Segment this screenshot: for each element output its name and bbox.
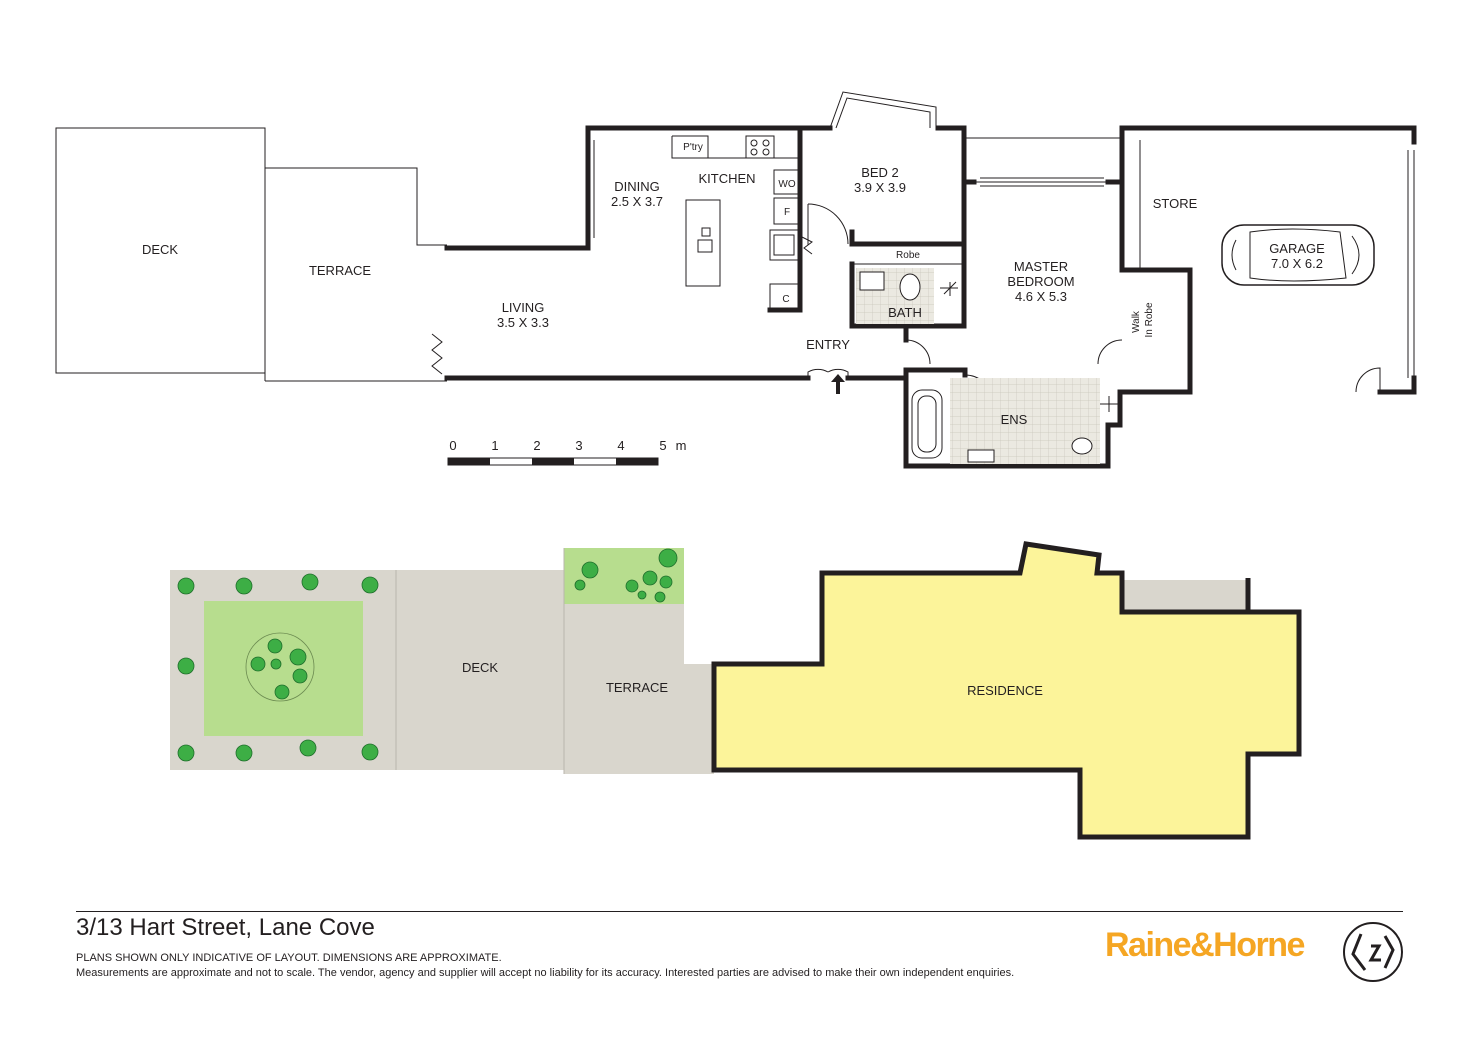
room-label-terrace: TERRACE xyxy=(309,263,371,278)
deck-site-area xyxy=(396,570,564,770)
scale-tick-5: 5 xyxy=(659,438,666,453)
agency-compass-logo xyxy=(1343,922,1403,982)
room-dim-garage: 7.0 X 6.2 xyxy=(1271,256,1323,271)
upper-floor-plan: 0 1 2 3 4 5 m DECK TERRACE LIVING 3.5 X … xyxy=(55,91,1417,469)
site-label-residence: RESIDENCE xyxy=(967,683,1043,698)
room-label-pantry: P'try xyxy=(683,142,703,153)
site-label-terrace: TERRACE xyxy=(606,680,668,695)
lawn-area xyxy=(204,601,363,736)
terrace-site-area xyxy=(564,604,714,774)
room-dim-living: 3.5 X 3.3 xyxy=(497,315,549,330)
scale-tick-0: 0 xyxy=(449,438,456,453)
room-label-kitchen: KITCHEN xyxy=(698,171,755,186)
residence-area xyxy=(711,541,1302,840)
room-label-robe: Robe xyxy=(896,250,920,261)
room-label-ensuite: ENS xyxy=(1001,412,1028,427)
room-label-master-2: BEDROOM xyxy=(1007,274,1074,289)
car-icon xyxy=(1221,224,1375,286)
room-label-bath: BATH xyxy=(888,305,922,320)
disclaimer-line-1: PLANS SHOWN ONLY INDICATIVE OF LAYOUT. D… xyxy=(76,952,502,964)
plant-icons xyxy=(177,548,678,762)
deck-area xyxy=(55,127,266,374)
store-site-area xyxy=(1122,580,1248,612)
room-label-cupboard: C xyxy=(782,294,789,305)
room-label-deck: DECK xyxy=(142,242,178,257)
scale-unit: m xyxy=(676,438,687,453)
room-label-master-1: MASTER xyxy=(1014,259,1068,274)
site-plan: DECK TERRACE RESIDENCE xyxy=(170,541,1302,840)
room-label-store: STORE xyxy=(1153,196,1198,211)
room-label-walkin-2: In Robe xyxy=(1144,302,1155,337)
room-label-wo: WO xyxy=(778,179,795,190)
room-label-dining: DINING xyxy=(614,179,660,194)
scale-bar: 0 1 2 3 4 5 m xyxy=(447,438,687,466)
room-label-garage: GARAGE xyxy=(1269,241,1325,256)
room-label-bed2: BED 2 xyxy=(861,165,899,180)
room-dim-dining: 2.5 X 3.7 xyxy=(611,194,663,209)
room-label-living: LIVING xyxy=(502,300,545,315)
scale-tick-2: 2 xyxy=(533,438,540,453)
room-dim-master: 4.6 X 5.3 xyxy=(1015,289,1067,304)
brand-logo: Raine&Horne xyxy=(1105,926,1305,964)
footer-divider xyxy=(76,911,1403,912)
room-dim-bed2: 3.9 X 3.9 xyxy=(854,180,906,195)
site-label-deck: DECK xyxy=(462,660,498,675)
scale-tick-1: 1 xyxy=(491,438,498,453)
room-label-fridge: F xyxy=(784,207,790,218)
disclaimer-line-2: Measurements are approximate and not to … xyxy=(76,967,1015,979)
scale-tick-3: 3 xyxy=(575,438,582,453)
room-label-walkin-1: Walk xyxy=(1131,310,1142,333)
room-label-entry: ENTRY xyxy=(806,337,850,352)
property-address: 3/13 Hart Street, Lane Cove xyxy=(76,914,375,941)
scale-tick-4: 4 xyxy=(617,438,624,453)
